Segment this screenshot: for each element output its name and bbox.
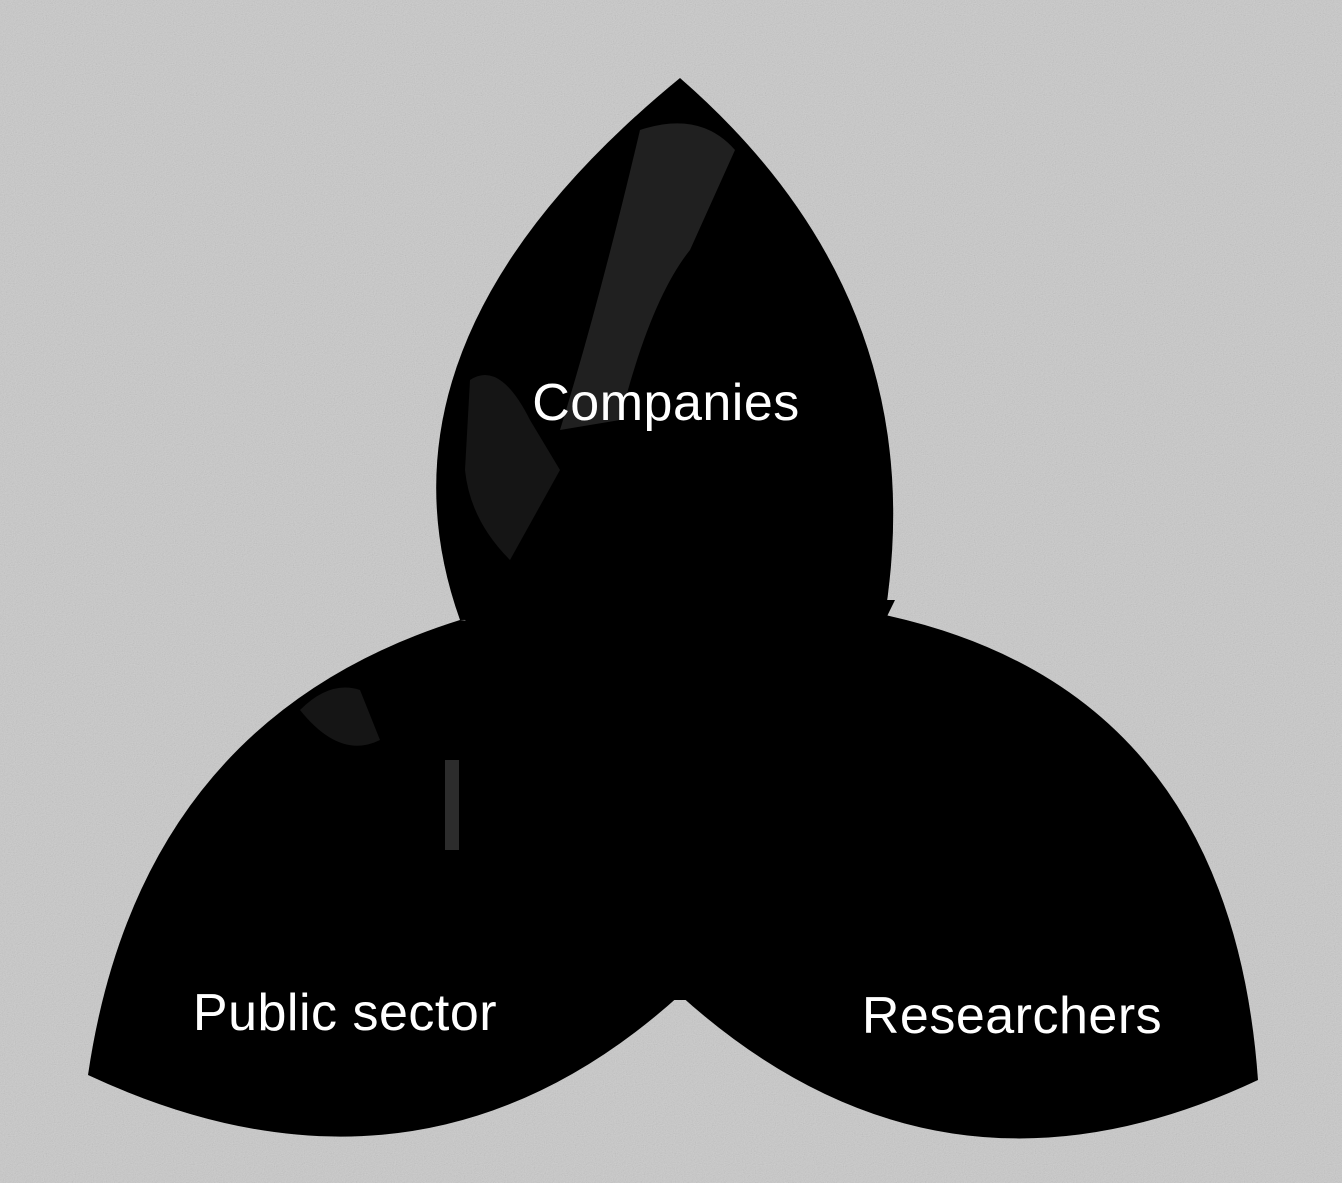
texture-accent <box>300 687 380 746</box>
public-sector-label: Public sector <box>193 984 497 1042</box>
researchers-label: Researchers <box>862 987 1162 1045</box>
companies-label: Companies <box>532 374 800 432</box>
texture-accent <box>445 760 459 850</box>
texture-accent <box>465 375 560 560</box>
center-overlap <box>455 600 895 1000</box>
researchers-lobe <box>680 615 1258 1139</box>
texture-accent <box>560 123 735 430</box>
